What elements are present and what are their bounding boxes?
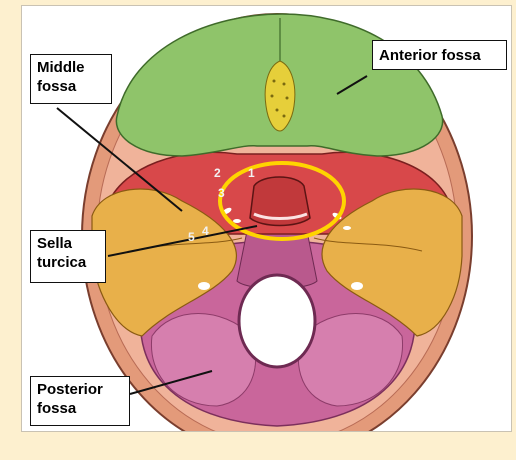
anterior-fossa-text: Anterior fossa <box>379 46 500 65</box>
posterior-fossa-text-line2: fossa <box>37 399 123 418</box>
middle-fossa-label: Middle fossa <box>30 54 112 104</box>
marker-3: 3 <box>218 186 225 200</box>
sella-turcica-label: Sella turcica <box>30 230 106 283</box>
marker-4: 4 <box>202 224 209 238</box>
anatomy-figure: 2 1 3 4 5 Anterior fossa Middle fossa Se… <box>21 5 512 432</box>
sella-turcica-text-line1: Sella <box>37 234 99 253</box>
marker-1: 1 <box>248 166 255 180</box>
sella-turcica-text-line2: turcica <box>37 253 99 272</box>
anterior-fossa-label: Anterior fossa <box>372 40 507 70</box>
middle-fossa-text-line1: Middle <box>37 58 105 77</box>
posterior-fossa-text-line1: Posterior <box>37 380 123 399</box>
posterior-fossa-label: Posterior fossa <box>30 376 130 426</box>
marker-5: 5 <box>188 230 195 244</box>
middle-fossa-text-line2: fossa <box>37 77 105 96</box>
marker-2: 2 <box>214 166 221 180</box>
foramen-magnum <box>239 275 315 367</box>
